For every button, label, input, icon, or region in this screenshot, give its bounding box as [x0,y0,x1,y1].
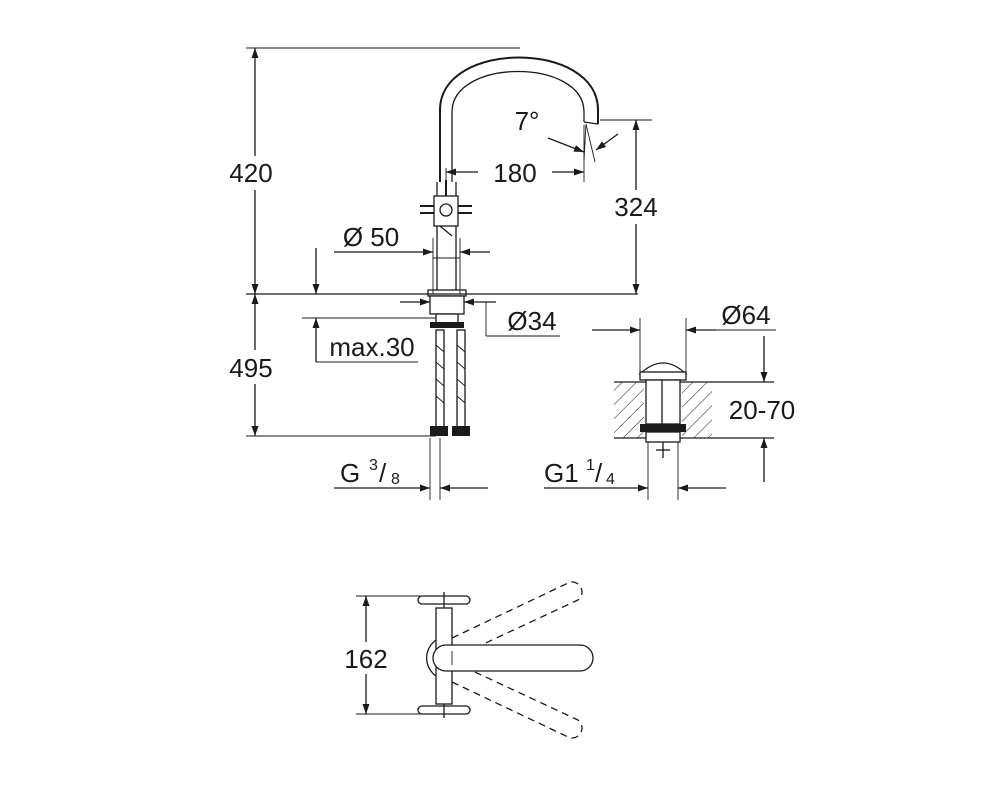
faucet-top-view [417,581,594,739]
dim-spout-height: 324 [600,119,666,294]
waste-thread-denominator: 4 [606,471,615,488]
hole-diameter-label: Ø34 [507,306,556,336]
spout-inner-outline [451,70,585,182]
total-height-label: 420 [229,158,272,188]
dim-base-to-inlet: 495 [222,294,436,437]
top-spout-solid [432,644,594,672]
dim-spout-reach: 180 [445,125,585,188]
max-thickness-label: max.30 [329,332,414,362]
waste-diameter-label: Ø64 [721,300,770,330]
inlet-thread-denominator: 8 [391,471,400,488]
spout-outline [439,56,599,182]
spout-tip [583,121,599,125]
spout-height-label: 324 [614,192,657,222]
dim-spout-angle: 7° [515,106,619,163]
dim-total-height: 420 [222,47,520,294]
waste-thread-label: G1 [544,458,579,488]
inlet-thread-slash: / [379,458,387,488]
faucet-side-view [246,56,638,436]
inlet-thread-numerator: 3 [369,457,378,474]
dim-max-thickness: max.30 [302,248,436,363]
spout-angle-label: 7° [515,106,540,136]
inlet-thread-label: G [340,458,360,488]
waste-thread-numerator: 1 [586,457,595,474]
flexible-hoses [430,329,470,436]
waste-drain-view [614,362,774,458]
top-base-arc [426,639,437,677]
dim-inlet-thread: G 3 / 8 [334,438,488,500]
handle-span-label: 162 [344,644,387,674]
top-handle-lower [417,702,471,718]
dim-waste-thread: G1 1 / 4 [544,442,726,500]
dim-hole-diameter: Ø34 [400,298,560,337]
dim-handle-span: 162 [336,595,420,715]
waste-range-label: 20-70 [729,395,796,425]
dim-waste-range: 20-70 [729,336,796,482]
mounting-assembly [427,289,467,328]
base-diameter-label: Ø 50 [343,222,399,252]
base-to-inlet-label: 495 [229,353,272,383]
top-handle-upper [417,592,471,608]
dim-waste-diameter: Ø64 [592,300,776,372]
waste-thread-slash: / [595,458,603,488]
spout-reach-label: 180 [493,158,536,188]
dim-base-diameter: Ø 50 [334,222,490,294]
cross-handle [420,180,472,237]
